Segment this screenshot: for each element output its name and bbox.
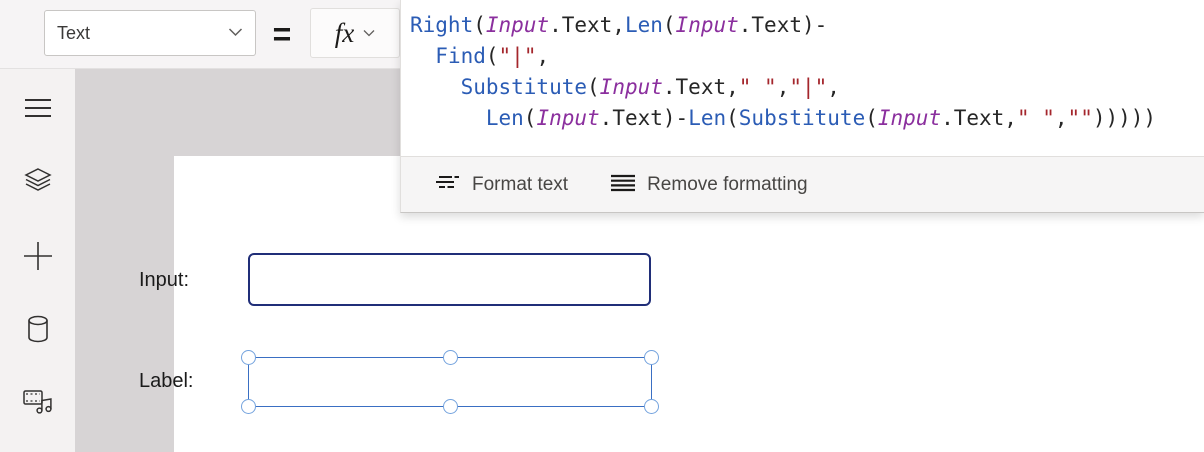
sidebar-item-media[interactable] [0, 379, 75, 423]
remove-formatting-button[interactable]: Remove formatting [610, 173, 808, 196]
chevron-down-icon [363, 24, 375, 42]
label-field-caption: Label: [139, 370, 194, 392]
resize-handle-top-center[interactable] [443, 350, 458, 365]
sidebar-item-insert[interactable] [0, 234, 75, 278]
format-text-icon [435, 173, 461, 196]
formula-toolbar: Format text Remove formatting [401, 156, 1204, 212]
left-navigation-rail [0, 69, 75, 452]
resize-handle-bottom-right[interactable] [644, 399, 659, 414]
sidebar-item-tree-view[interactable] [0, 159, 75, 203]
resize-handle-bottom-left[interactable] [241, 399, 256, 414]
sidebar-item-menu[interactable] [0, 86, 75, 130]
tree-view-layers-icon [23, 167, 53, 195]
hamburger-menu-icon [24, 97, 52, 119]
formula-code[interactable]: Right(Input.Text,Len(Input.Text)- Find("… [410, 13, 1157, 130]
resize-handle-top-right[interactable] [644, 350, 659, 365]
chevron-down-icon [228, 24, 243, 42]
text-input-control[interactable] [248, 253, 651, 306]
data-cylinder-icon [25, 315, 51, 343]
property-selector-value: Text [57, 22, 91, 43]
resize-handle-bottom-center[interactable] [443, 399, 458, 414]
property-selector-dropdown[interactable]: Text [44, 10, 256, 56]
formula-editor-panel: Right(Input.Text,Len(Input.Text)- Find("… [400, 0, 1204, 213]
media-icon [22, 387, 54, 415]
format-text-button[interactable]: Format text [435, 173, 568, 196]
selected-label-control[interactable] [241, 350, 659, 414]
format-text-label: Format text [472, 173, 569, 195]
fx-dropdown-button[interactable]: fx [310, 8, 400, 58]
fx-icon: fx [334, 17, 355, 48]
remove-formatting-icon [610, 173, 636, 196]
sidebar-item-data[interactable] [0, 307, 75, 351]
input-field-caption: Input: [139, 269, 190, 291]
insert-plus-icon [23, 241, 53, 271]
equals-sign: = [272, 15, 292, 52]
remove-formatting-label: Remove formatting [647, 173, 808, 195]
resize-handle-top-left[interactable] [241, 350, 256, 365]
